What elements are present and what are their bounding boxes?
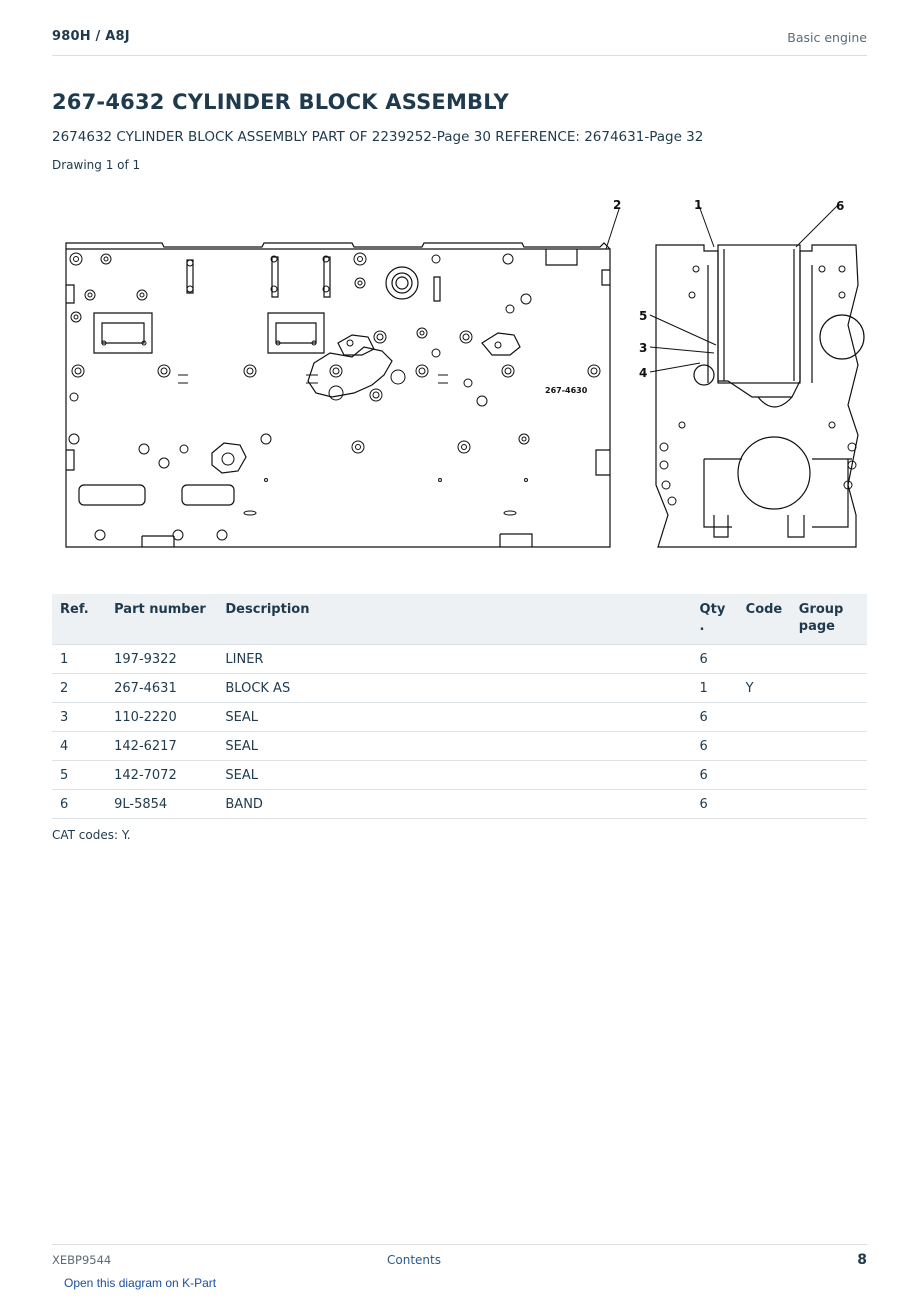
cell-description: SEAL	[217, 702, 692, 732]
callout-4: 4	[639, 366, 647, 380]
cell-ref: 4	[52, 731, 107, 761]
table-row: 4 142-6217 SEAL 6	[52, 731, 867, 761]
contents-link[interactable]: Contents	[387, 1253, 441, 1267]
block-front-holes	[659, 265, 857, 506]
page-title: 267-4632 CYLINDER BLOCK ASSEMBLY	[52, 90, 509, 114]
table-header-row: Ref. Part number Description Qty . Code …	[52, 594, 867, 645]
cell-ref: 5	[52, 760, 107, 790]
cell-code	[737, 731, 791, 761]
header-description: Description	[217, 594, 692, 645]
cell-group-page	[790, 644, 867, 674]
table-row: 3 110-2220 SEAL 6	[52, 702, 867, 732]
cell-part-number: 9L-5854	[106, 789, 218, 819]
parts-table: Ref. Part number Description Qty . Code …	[52, 594, 867, 819]
cell-code	[737, 789, 791, 819]
cell-group-page	[790, 760, 867, 790]
callout-3: 3	[639, 341, 647, 355]
footer-doc-code: XEBP9544	[52, 1253, 112, 1267]
table-row: 2 267-4631 BLOCK AS 1 Y	[52, 673, 867, 703]
page-subtitle: 2674632 CYLINDER BLOCK ASSEMBLY PART OF …	[52, 129, 704, 145]
header-part-number: Part number	[106, 594, 218, 645]
cell-ref: 6	[52, 789, 107, 819]
callout-2: 2	[613, 198, 621, 212]
block-side-holes	[68, 252, 601, 541]
page-number: 8	[857, 1252, 867, 1268]
callout-5: 5	[639, 309, 647, 323]
cell-part-number: 142-6217	[106, 731, 218, 761]
cell-description: SEAL	[217, 731, 692, 761]
block-side-slots	[178, 374, 528, 516]
cell-part-number: 267-4631	[106, 673, 218, 703]
footer-divider	[52, 1244, 867, 1245]
cell-group-page	[790, 673, 867, 703]
cell-part-number: 197-9322	[106, 644, 218, 674]
table-row: 5 142-7072 SEAL 6	[52, 760, 867, 790]
open-kpart-link[interactable]: Open this diagram on K-Part	[64, 1276, 217, 1290]
cell-code	[737, 760, 791, 790]
cell-qty: 6	[691, 731, 738, 761]
cell-qty: 6	[691, 789, 738, 819]
cell-group-page	[790, 702, 867, 732]
cell-group-page	[790, 731, 867, 761]
cell-ref: 2	[52, 673, 107, 703]
cell-part-number: 110-2220	[106, 702, 218, 732]
cell-qty: 6	[691, 644, 738, 674]
cell-qty: 6	[691, 702, 738, 732]
cell-description: BAND	[217, 789, 692, 819]
cell-ref: 3	[52, 702, 107, 732]
callout-1: 1	[694, 198, 702, 212]
cell-code	[737, 702, 791, 732]
header-group-page: Group page	[790, 594, 867, 645]
cell-code: Y	[737, 673, 791, 703]
cylinder-block-diagram: 2 1 6 5 3 4 267-4630	[65, 198, 865, 548]
drawing-count: Drawing 1 of 1	[52, 158, 141, 172]
cell-ref: 1	[52, 644, 107, 674]
table-row: 1 197-9322 LINER 6	[52, 644, 867, 674]
block-part-label: 267-4630	[545, 386, 588, 395]
cat-codes-note: CAT codes: Y.	[52, 828, 131, 842]
callout-6: 6	[836, 199, 844, 213]
block-front-view	[655, 244, 865, 548]
cell-qty: 6	[691, 760, 738, 790]
cell-description: LINER	[217, 644, 692, 674]
header-qty: Qty .	[691, 594, 738, 645]
cell-description: SEAL	[217, 760, 692, 790]
block-side-view	[65, 242, 611, 548]
callout-leaders	[605, 202, 839, 373]
cell-group-page	[790, 789, 867, 819]
header-section: Basic engine	[787, 30, 867, 45]
header-model: 980H / A8J	[52, 29, 130, 44]
cell-description: BLOCK AS	[217, 673, 692, 703]
header-code: Code	[737, 594, 791, 645]
table-row: 6 9L-5854 BAND 6	[52, 789, 867, 819]
cell-qty: 1	[691, 673, 738, 703]
header-divider	[52, 55, 867, 56]
cell-code	[737, 644, 791, 674]
cell-part-number: 142-7072	[106, 760, 218, 790]
header-ref: Ref.	[52, 594, 107, 645]
